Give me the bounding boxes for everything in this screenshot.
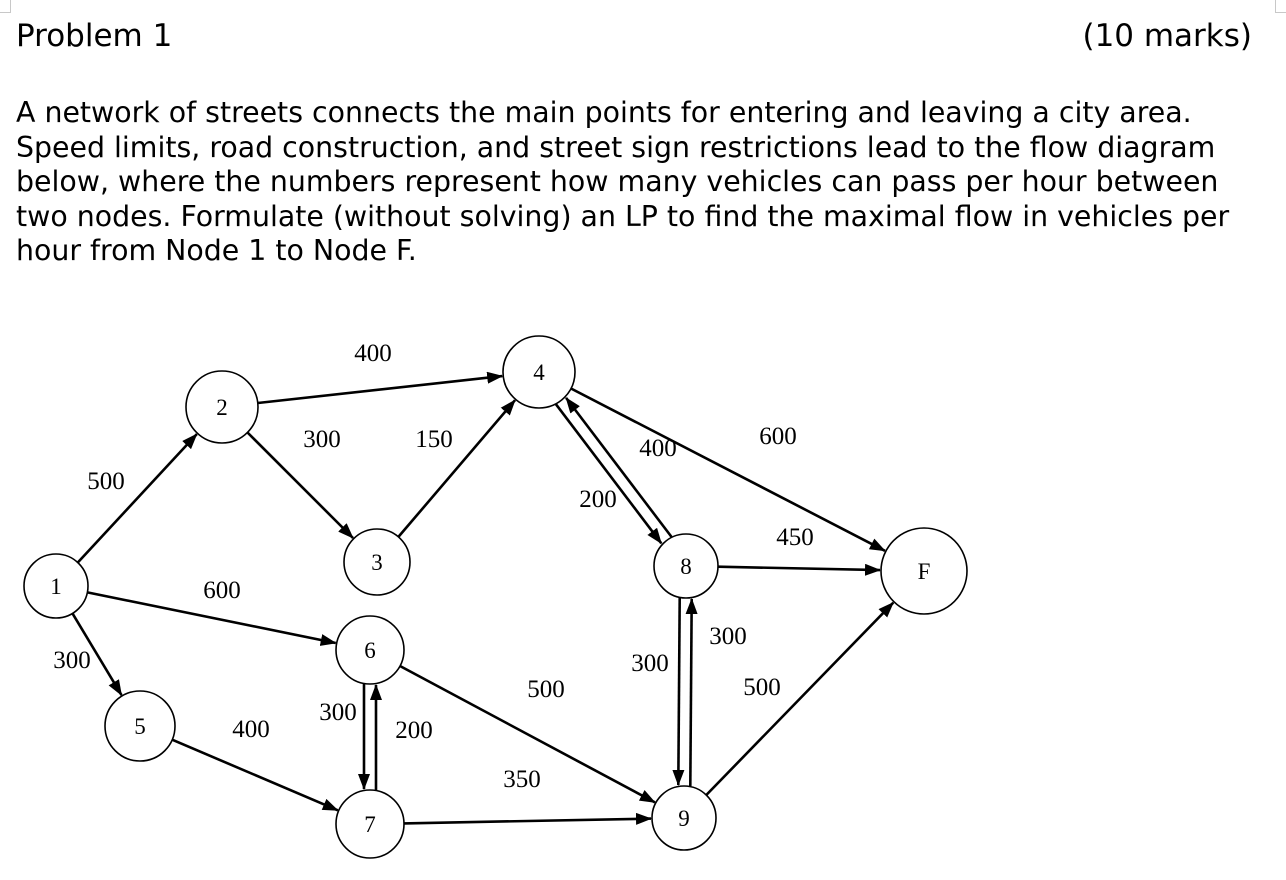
node-label-1: 1 [50,574,62,599]
node-label-2: 2 [216,395,228,420]
capacity-label-6-to-9: 500 [527,676,565,703]
arc-2-to-4 [257,371,504,405]
capacity-label-2-to-3: 300 [303,426,341,453]
problem-statement: A network of streets connects the main p… [16,96,1230,268]
node-7 [335,789,405,859]
arc-8-to-F [717,563,881,576]
flow-network-diagram: 1 2 3 4 5 6 7 8 9 F 500 600 300 400 300 150 600 400 200 45… [23,335,968,859]
capacity-label-8-to-F: 450 [776,524,814,551]
node-label-4: 4 [533,360,545,385]
problem-marks: (10 marks) [1082,18,1252,54]
arc-2-to-3 [246,431,354,539]
arc-1-to-6 [87,591,337,646]
capacity-label-7-to-9: 350 [503,766,541,793]
capacity-label-4-to-F: 600 [759,423,797,450]
node-label-9: 9 [678,806,690,831]
capacity-label-9-to-F: 500 [743,674,781,701]
node-label-8: 8 [680,554,692,579]
node-2 [185,370,259,444]
node-label-F: F [918,559,931,584]
node-1 [23,553,89,619]
capacity-label-3-to-4: 150 [415,426,453,453]
node-3 [343,528,411,596]
crop-mark-top-right [1275,0,1286,13]
node-label-3: 3 [371,550,383,575]
capacity-label-8-to-4: 200 [579,486,617,513]
capacity-label-6-to-7: 300 [319,699,357,726]
arc-4-to-F [570,387,886,552]
node-label-7: 7 [364,812,376,837]
node-4 [502,335,576,409]
capacity-label-7-to-6: 200 [395,717,433,744]
arc-6-to-9 [399,664,656,804]
node-5 [104,690,176,762]
node-9 [651,785,717,851]
arc-8-to-4 [565,397,673,538]
node-6 [335,615,405,685]
capacity-label-2-to-4: 400 [354,340,392,367]
capacity-label-1-to-5: 300 [53,647,91,674]
capacity-label-8-to-9: 300 [709,623,747,650]
problem-title: Problem 1 [16,18,173,54]
arc-3-to-4 [397,399,516,538]
capacity-label-1-to-2: 500 [87,468,125,495]
node-F [880,527,968,615]
node-label-5: 5 [134,714,146,739]
arc-5-to-7 [171,738,339,812]
capacity-label-1-to-6: 600 [203,577,241,604]
capacity-label-9-to-8: 300 [631,650,669,677]
arc-1-to-2 [76,433,198,564]
arc-4-to-8 [554,403,663,545]
crop-mark-top-left [0,0,11,13]
arc-1-to-5 [71,612,123,696]
capacity-label-4-to-8: 400 [639,435,677,462]
node-8 [653,533,719,599]
arc-8-to-9 [672,597,685,786]
capacity-label-5-to-7: 400 [232,716,270,743]
arc-9-to-8 [685,598,698,787]
arc-9-to-F [705,601,895,796]
node-label-6: 6 [364,638,376,663]
arc-7-to-9 [403,812,652,825]
